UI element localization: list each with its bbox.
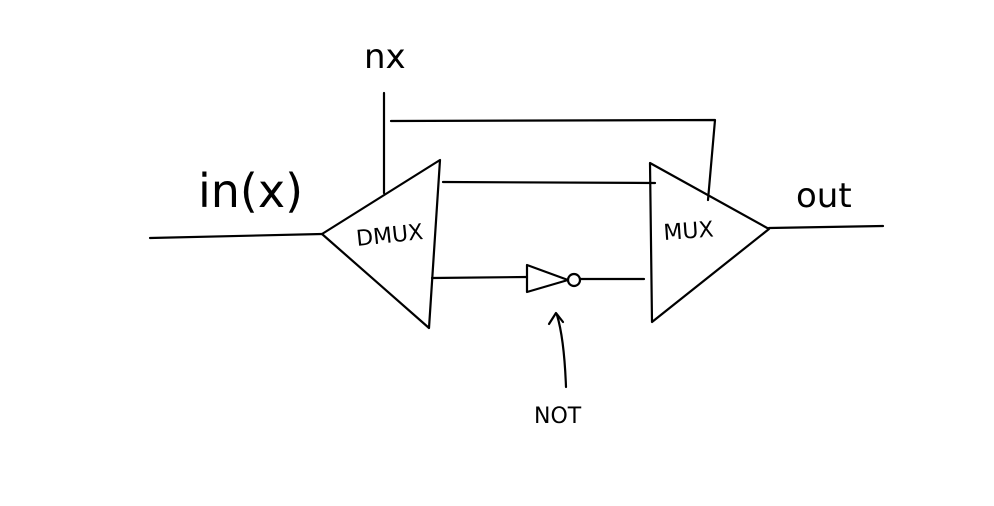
- control-wire-top: [389, 118, 717, 202]
- not-gate-label: NOT: [534, 404, 582, 429]
- input-wire: [148, 232, 324, 240]
- output-label: out: [796, 176, 852, 216]
- not-pointer-arrow: [555, 313, 568, 389]
- lower-wire-left: [430, 275, 529, 280]
- mux-label: MUX: [663, 218, 715, 246]
- output-wire: [767, 224, 885, 230]
- demux-label: DMUX: [355, 220, 424, 252]
- upper-wire: [441, 180, 657, 185]
- control-label: nx: [364, 37, 406, 77]
- mux-shape: [648, 161, 771, 324]
- input-label: in(x): [198, 164, 303, 218]
- not-gate-bubble: [566, 272, 582, 288]
- demux-shape: [320, 158, 442, 330]
- not-gate-body: [525, 263, 570, 294]
- not-pointer-arrowhead: [547, 311, 565, 326]
